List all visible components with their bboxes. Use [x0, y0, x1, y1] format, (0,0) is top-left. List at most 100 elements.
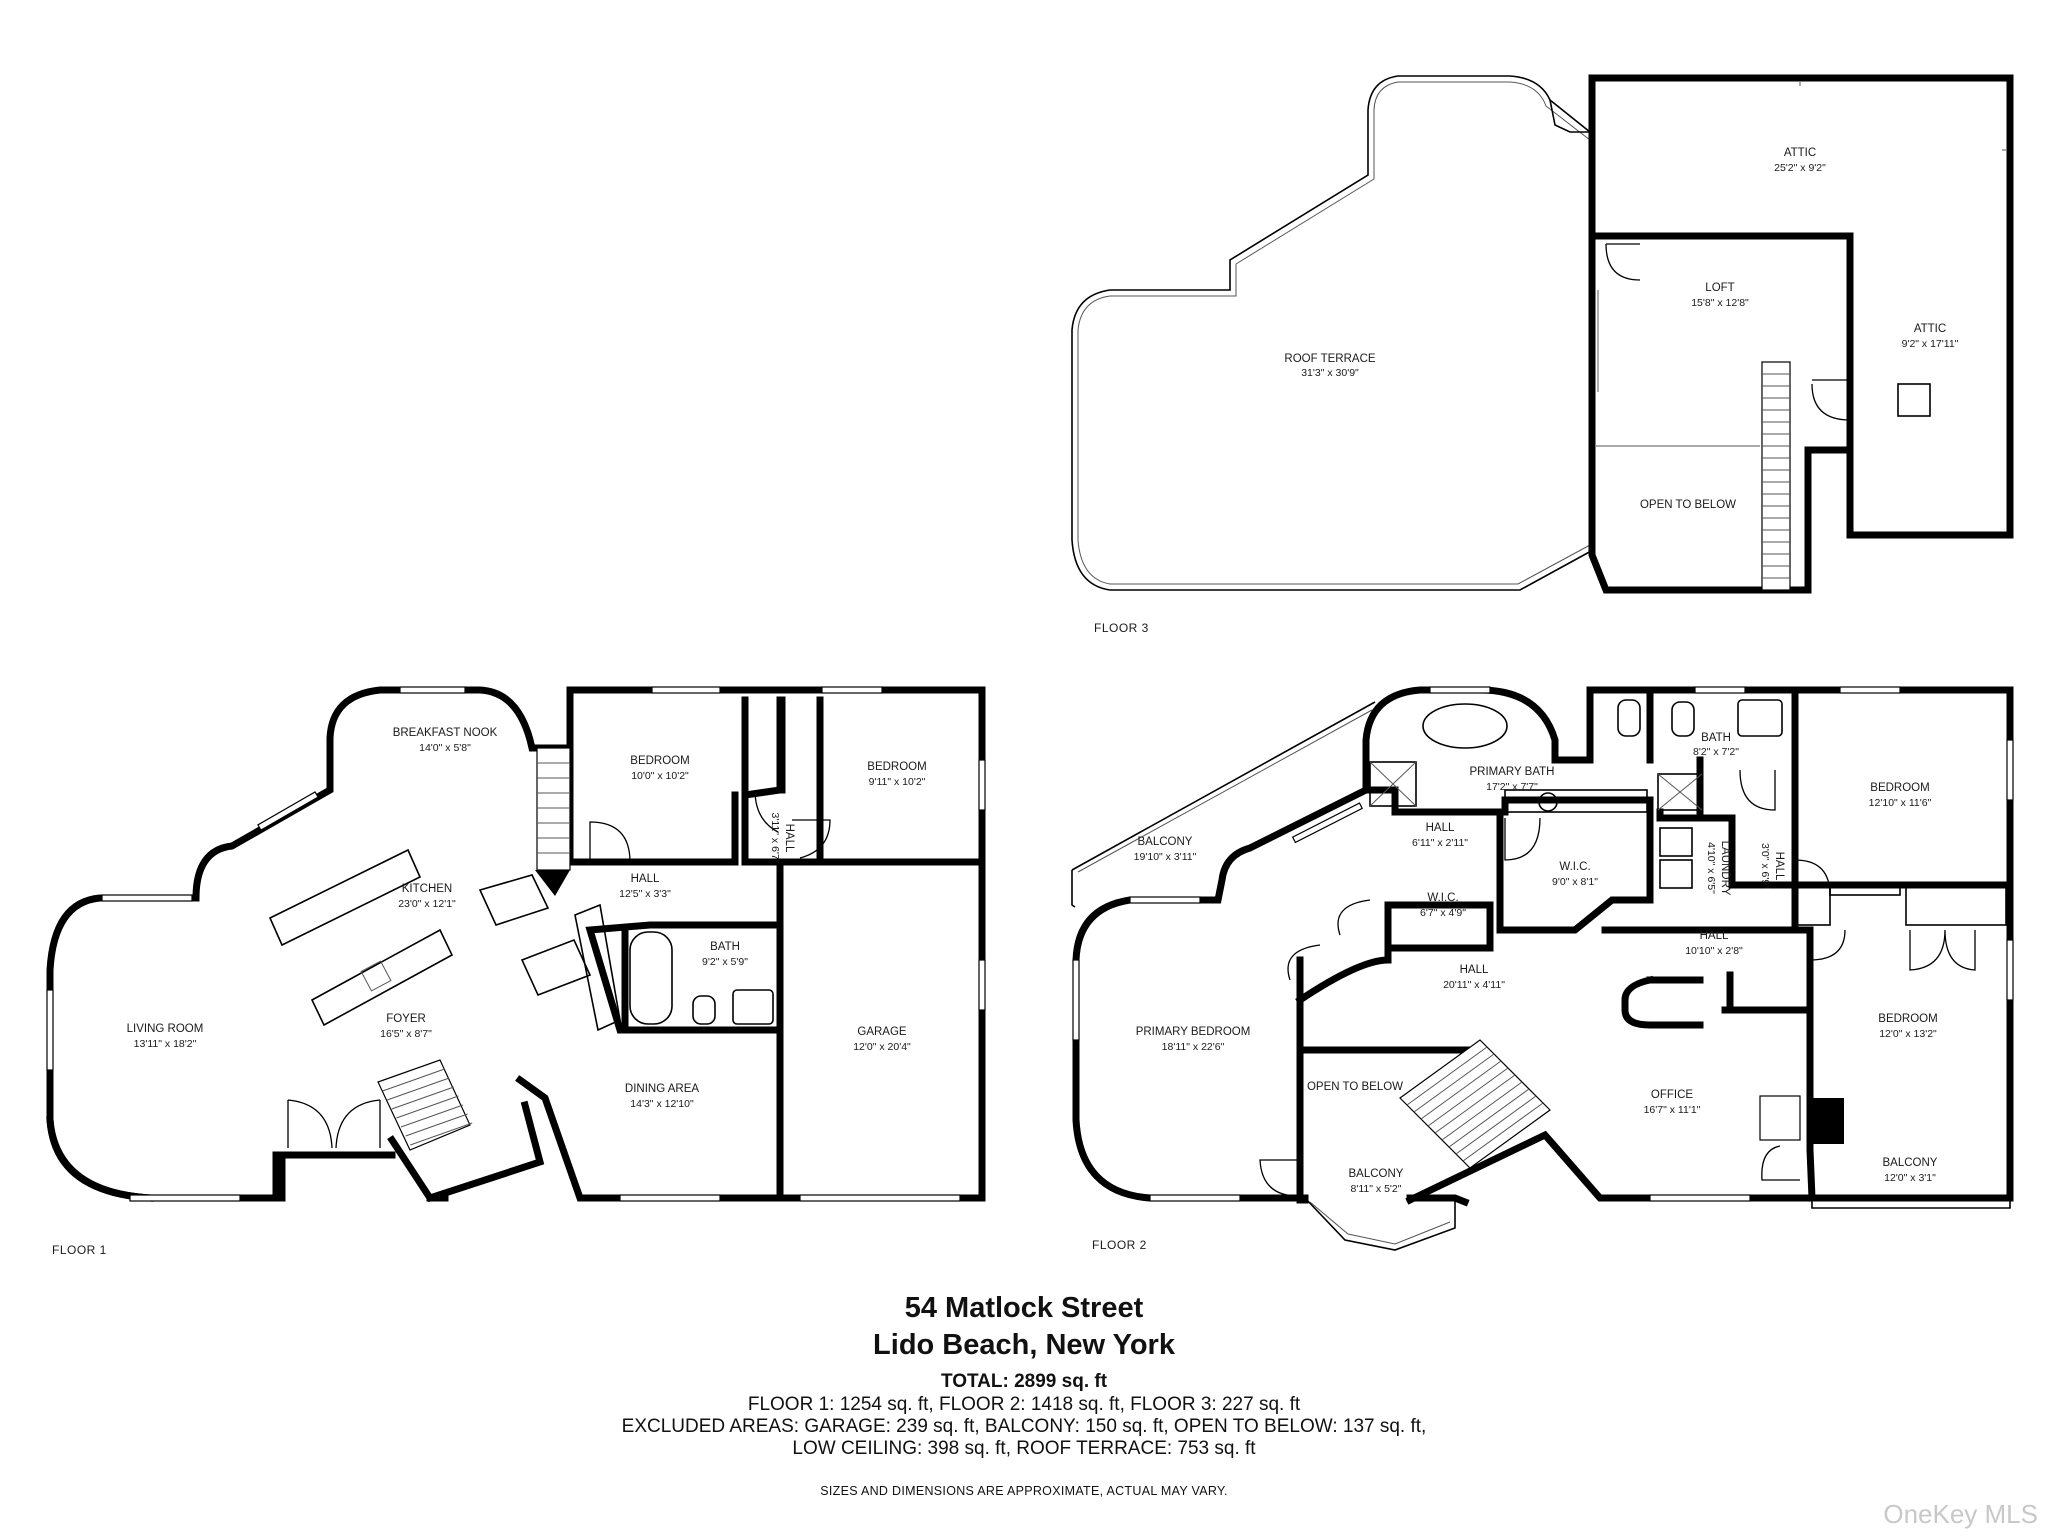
- room-dimension: 12'10" x 11'6": [1869, 797, 1932, 809]
- room-name: BATH: [1701, 732, 1731, 744]
- room-name: BEDROOM: [1878, 1013, 1937, 1025]
- floor-2-interior-walls: [1295, 686, 2014, 1207]
- room-name: HALL: [1460, 964, 1489, 976]
- kitchen-counter: [310, 928, 454, 1027]
- room-name: W.I.C.: [1559, 861, 1590, 873]
- floor-3-stairs: [1761, 361, 1791, 591]
- attic-door: [1811, 379, 1851, 421]
- address-street: 54 Matlock Street: [904, 1292, 1144, 1324]
- floor-3-plan: ROOF TERRACE 31'3" x 30'9" ATTIC 25'2" x…: [1071, 74, 2014, 635]
- room-name: OPEN TO BELOW: [1307, 1081, 1403, 1093]
- roof-terrace-step: [1549, 99, 1590, 133]
- stair-tread: [1448, 1088, 1530, 1148]
- room-dimension: 12'0" x 20'4": [853, 1041, 911, 1053]
- floor-2-stairs: [1399, 1039, 1844, 1169]
- room-name: KITCHEN: [402, 883, 452, 895]
- floor-3-loft-walls: [1588, 232, 1854, 594]
- property-summary: 54 Matlock Street Lido Beach, New York T…: [0, 1290, 2048, 1498]
- room-name: HALL: [631, 873, 660, 885]
- dryer: [1659, 859, 1693, 889]
- room-dimension: 23'0" x 12'1": [398, 898, 456, 910]
- room-name: BATH: [710, 941, 740, 953]
- floor-2-plan: PRIMARY BATH 17'2" x 7'7" BATH 8'2" x 7'…: [1071, 686, 2014, 1252]
- stair-tread: [405, 1113, 468, 1137]
- stair-tread: [382, 1068, 445, 1092]
- room-name: LIVING ROOM: [127, 1023, 204, 1035]
- stair-tread: [1420, 1060, 1502, 1120]
- room-dimension: 19'10" x 3'11": [1134, 851, 1197, 863]
- roof-terrace-outline-inner: [1077, 81, 1591, 585]
- excluded-areas-continued: LOW CEILING: 398 sq. ft, ROOF TERRACE: 7…: [792, 1438, 1256, 1459]
- bath-vanity: [1504, 789, 1648, 813]
- floor-2-label: FLOOR 2: [1092, 1238, 1147, 1252]
- room-dimension-vertical: 4'10" x 6'5": [1705, 842, 1717, 894]
- stair-tread: [400, 1104, 464, 1128]
- room-name: OPEN TO BELOW: [1640, 499, 1736, 511]
- room-dimension: 16'7" x 11'1": [1644, 1104, 1701, 1116]
- disclaimer: SIZES AND DIMENSIONS ARE APPROXIMATE, AC…: [820, 1484, 1228, 1498]
- kitchen-island: [268, 848, 422, 947]
- total-area: TOTAL: 2899 sq. ft: [940, 1371, 1108, 1392]
- floor-1-label: FLOOR 1: [52, 1243, 107, 1257]
- sink-f2: [1737, 699, 1783, 737]
- room-name: W.I.C.: [1427, 892, 1458, 904]
- floor-1-interior-walls: [566, 686, 986, 1202]
- washer: [1659, 827, 1693, 857]
- room-name-vertical: LAUNDRY: [1719, 841, 1731, 896]
- floor-1-plan: BREAKFAST NOOK 14'0" x 5'8" BEDROOM 10'0…: [46, 686, 986, 1257]
- balcony-lower-right: [1811, 1160, 2011, 1209]
- stair-tread: [1427, 1067, 1509, 1127]
- stair-tread: [1406, 1046, 1488, 1106]
- stair-tread: [1462, 1102, 1544, 1162]
- stair-tread: [410, 1122, 473, 1146]
- room-dimension: 12'5" x 3'3": [619, 888, 671, 900]
- room-name-vertical: HALL: [783, 824, 795, 853]
- room-dimension: 14'3" x 12'10": [630, 1098, 694, 1110]
- room-dimension: 20'11" x 4'11": [1443, 979, 1505, 991]
- room-dimension: 12'0" x 13'2": [1879, 1028, 1937, 1040]
- room-name: HALL: [1426, 822, 1455, 834]
- toilet-f2-b: [1671, 701, 1695, 737]
- room-dimension: 6'11" x 2'11": [1412, 837, 1468, 849]
- attic-hatch: [1897, 383, 1931, 417]
- room-name: HALL: [1700, 930, 1729, 942]
- room-dimension: 10'10" x 2'8": [1685, 945, 1743, 957]
- room-name: GARAGE: [857, 1026, 907, 1038]
- foyer-entrance-walls: [278, 1100, 545, 1203]
- room-name: BEDROOM: [867, 761, 926, 773]
- toilet: [692, 995, 716, 1025]
- room-name: ROOF TERRACE: [1284, 353, 1375, 365]
- room-name: DINING AREA: [625, 1083, 699, 1095]
- floor-2-windows: [1072, 686, 2014, 1202]
- room-dimension: 8'2" x 7'2": [1693, 746, 1739, 758]
- stair-tread: [1441, 1081, 1523, 1141]
- room-name: BEDROOM: [630, 755, 689, 767]
- floor-1-stairs-lower: [377, 1059, 473, 1151]
- room-dimension: 9'2" x 17'11": [1902, 338, 1959, 350]
- room-dimension: 13'11" x 18'2": [134, 1038, 197, 1050]
- room-name: BEDROOM: [1870, 782, 1929, 794]
- stair-tread: [387, 1077, 450, 1101]
- room-dimension: 16'5" x 8'7": [380, 1028, 432, 1040]
- room-name: LOFT: [1705, 282, 1734, 294]
- floor-areas: FLOOR 1: 1254 sq. ft, FLOOR 2: 1418 sq. …: [747, 1394, 1301, 1415]
- stair-tread: [1413, 1053, 1495, 1113]
- room-name: BALCONY: [1883, 1157, 1938, 1169]
- room-name: PRIMARY BEDROOM: [1136, 1026, 1251, 1038]
- room-name: FOYER: [386, 1013, 426, 1025]
- watermark: OneKey MLS: [1883, 1499, 2038, 1529]
- room-dimension: 15'8" x 12'8": [1691, 297, 1749, 309]
- stair-tread: [396, 1095, 459, 1119]
- room-dimension-vertical: 3'0" x 6'9": [1759, 843, 1771, 889]
- room-name: BREAKFAST NOOK: [393, 727, 498, 739]
- balcony-outline: [1071, 701, 1376, 908]
- stair-tread: [391, 1086, 454, 1110]
- room-name-vertical: HALL: [1773, 852, 1785, 881]
- room-name: ATTIC: [1784, 147, 1816, 159]
- balcony-lower-left: [1304, 1197, 1456, 1251]
- room-name: BALCONY: [1138, 836, 1193, 848]
- room-name: OFFICE: [1651, 1089, 1693, 1101]
- room-dimension: 14'0" x 5'8": [419, 742, 471, 754]
- room-name: ATTIC: [1914, 323, 1946, 335]
- floor-1-windows: [46, 686, 986, 1202]
